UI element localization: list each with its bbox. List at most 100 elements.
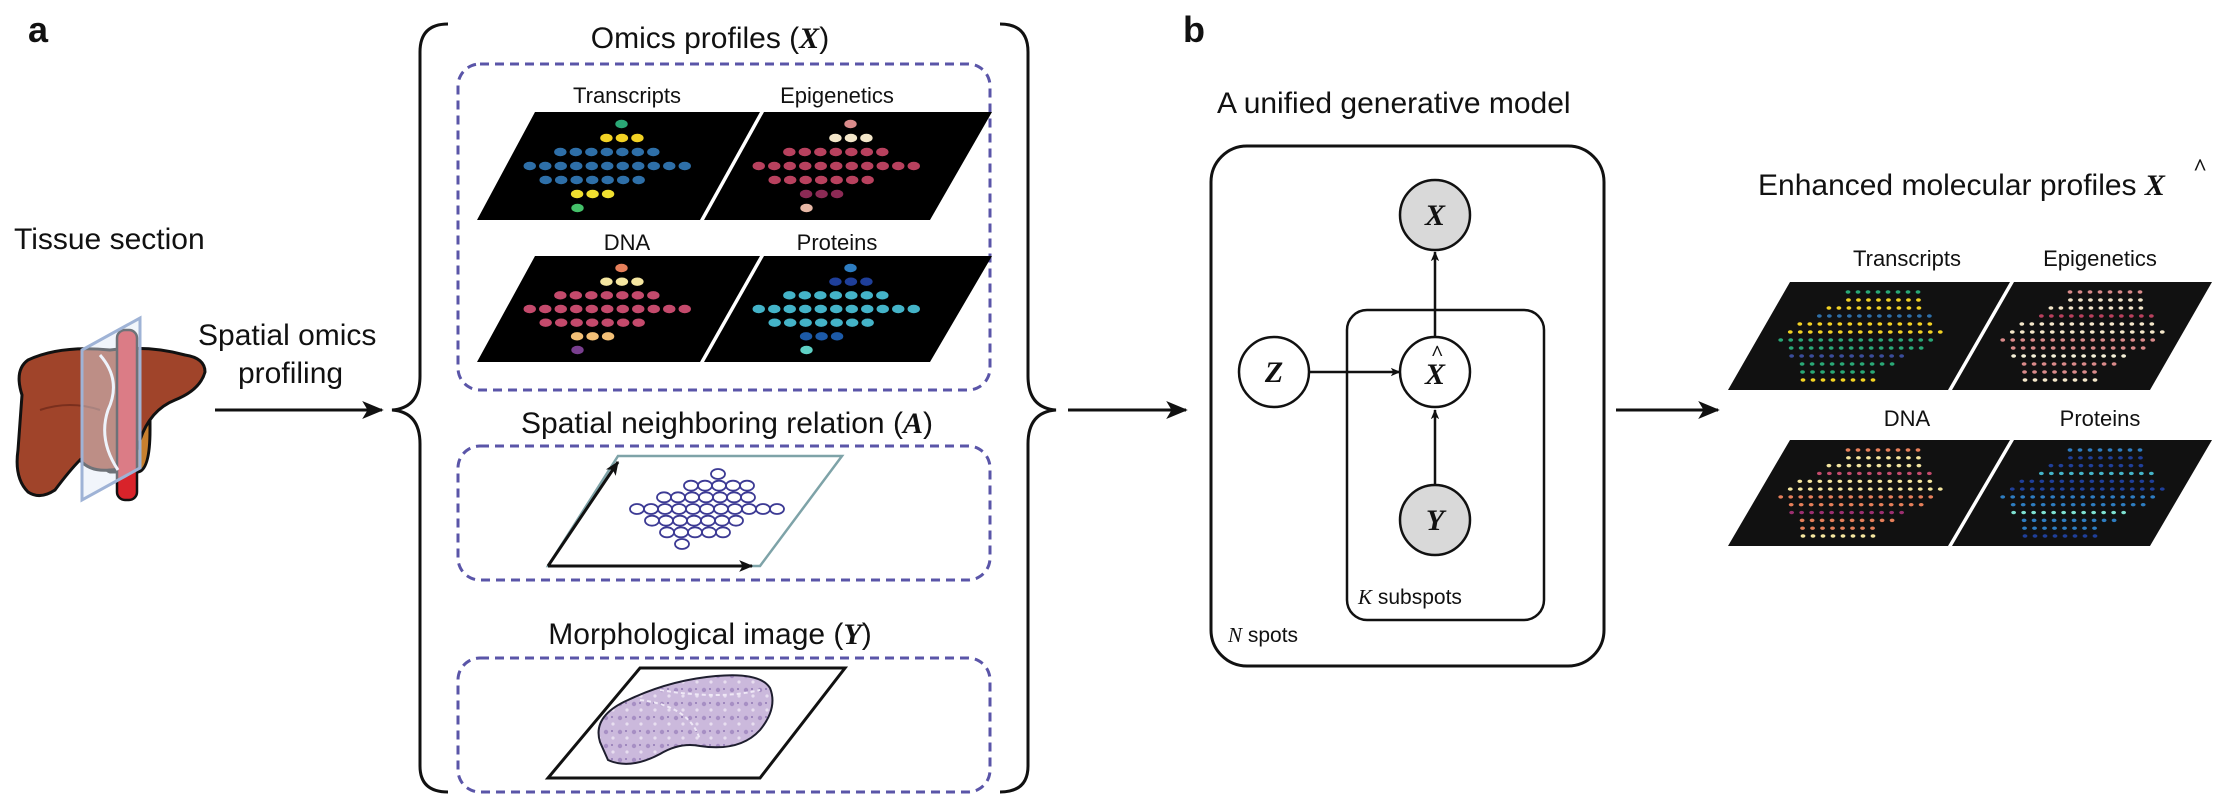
spot [1857,487,1863,491]
spot [2111,354,2117,358]
spot [1818,346,1824,350]
spot [814,175,828,185]
spot [2138,456,2143,460]
spot [2110,503,2116,507]
spot [2079,322,2085,326]
spot [2091,354,2097,358]
spot [616,147,629,157]
morph-dashed-box [456,656,992,794]
spot [647,147,660,157]
spot [2101,354,2107,358]
spot [861,175,874,185]
spot [1856,306,1862,310]
spot [1787,330,1793,334]
spot [2010,503,2016,507]
spot [799,189,813,199]
spot [1829,362,1835,366]
spot [1885,290,1891,294]
spot [2088,306,2094,310]
spot [1926,314,1932,318]
spot [1839,362,1845,366]
spot [1875,290,1881,294]
spot [523,161,536,171]
spot [2071,362,2077,366]
spot [1778,338,1784,342]
spot [2021,362,2027,366]
spot [2088,298,2093,302]
spot [1836,314,1842,318]
spot [907,304,920,314]
svg-text:^: ^ [1431,340,1444,365]
spot [2099,487,2105,491]
spot [2048,306,2054,310]
spot [1876,314,1882,318]
spot [2119,479,2125,483]
spot [2010,346,2016,350]
spot [570,175,583,185]
spot [752,161,765,171]
spot [1800,526,1805,530]
spot [1830,526,1835,530]
spot [2099,330,2105,334]
spot [2039,330,2045,334]
spot [601,318,614,327]
spot [615,133,629,143]
spot [2107,290,2113,294]
spot [830,318,843,327]
spot [2060,338,2066,342]
spot [1846,471,1852,476]
spot [1896,298,1901,302]
spot [1848,338,1854,342]
spot [845,304,858,314]
spot [554,175,568,185]
spot [601,332,615,341]
spot [2009,330,2015,334]
spot [2069,322,2075,326]
spot [1827,322,1833,326]
spot [830,304,843,314]
spot [2048,314,2054,318]
spot [2108,306,2114,310]
spot [2052,526,2057,530]
spot [1838,346,1844,350]
spot [2081,354,2087,358]
spot [2078,306,2084,310]
spot [2009,487,2015,491]
spot [1798,346,1804,350]
spot [570,332,584,341]
spot [2108,314,2114,318]
spot [2139,322,2145,326]
spot [783,175,797,185]
spot [907,161,920,171]
spot [2110,338,2116,342]
spot [2038,471,2044,476]
spot [1896,306,1902,310]
spot [2120,503,2126,507]
spot [2090,338,2096,342]
spot [2139,487,2145,491]
spot [2021,354,2027,358]
spot [1860,378,1866,382]
omics-map-epigenetics [704,112,992,220]
spot [1937,330,1943,334]
spot [2108,456,2113,460]
spot [1889,354,1895,358]
spot [2022,534,2028,538]
spot [2059,487,2065,491]
spot [1878,346,1884,350]
spot [1817,487,1823,491]
spot [1858,346,1864,350]
spot [1849,354,1855,358]
spot [860,147,874,157]
spot [570,189,584,199]
spot [768,318,781,327]
spot [1787,487,1793,491]
spot [2118,471,2124,476]
spot [1869,362,1875,366]
spot [1818,503,1824,507]
spot [616,318,630,327]
spot [1886,298,1891,302]
spot [1855,448,1861,452]
spot [2069,330,2075,334]
spot [1887,330,1893,334]
